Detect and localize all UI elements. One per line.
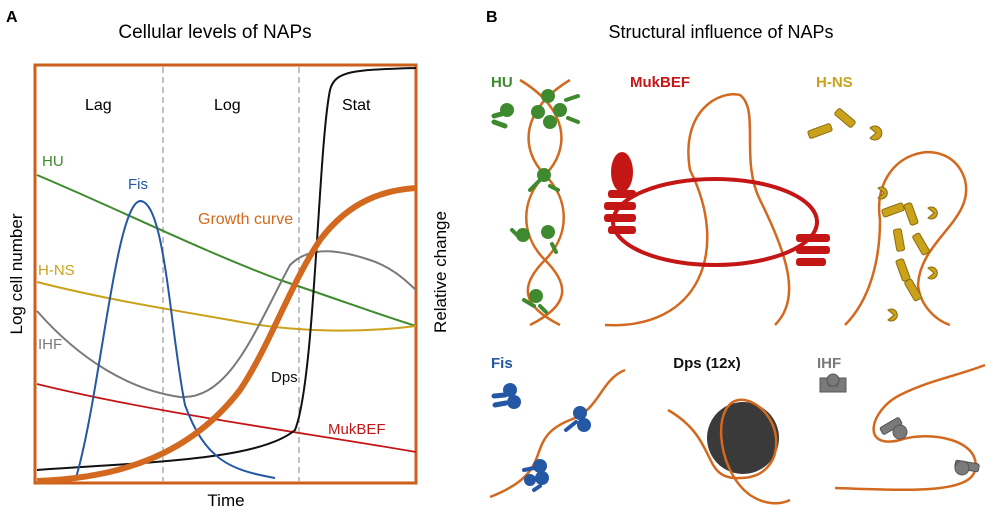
panel-a-title: Cellular levels of NAPs [118,22,311,43]
fis-label: Fis [491,355,513,372]
phase-stat-label: Stat [342,97,371,114]
dps-dodecamer-icon [707,402,779,474]
hns-dna [844,151,968,327]
hns-icon [807,108,883,141]
fis-dna [489,368,626,499]
dps-dna [667,398,791,505]
hu-dna-helix [519,78,571,327]
mukbef-label: MukBEF [630,74,690,91]
ihf-curve [36,250,417,399]
plot-frame [33,63,418,485]
panel-b-title: Structural influence of NAPs [608,22,833,42]
hns-label: H-NS [816,74,853,91]
growth-curve-label: Growth curve [198,211,293,228]
hu-protein-group [510,89,580,314]
x-axis-label: Time [207,491,244,510]
hu-curve-label: HU [42,153,64,170]
ihf-icon [819,373,847,393]
fis-curve [74,199,276,482]
dps-label: Dps (12x) [673,355,741,372]
hu-label: HU [491,74,513,91]
y-axis-right-label: Relative change [431,211,450,333]
dps-curve-label: Dps [271,369,298,386]
ihf-label: IHF [817,355,841,372]
fis-protein-group [522,406,591,492]
panel-b-letter: B [486,9,498,26]
panel-a-letter: A [6,9,18,26]
growth-curve [36,185,417,484]
mukbef-curve [36,383,417,453]
hu-icon [491,103,514,129]
ihf-dna [834,363,986,492]
mukbef-curve-label: MukBEF [328,421,386,438]
ihf-curve-label: IHF [38,336,62,353]
hns-protein-group [877,186,938,322]
mukbef-protein-icon [604,152,830,266]
hns-curve [36,281,417,332]
hu-curve [36,174,417,327]
ihf-protein-group [879,417,980,476]
y-axis-left-label: Log cell number [7,213,26,334]
dps-curve [36,67,417,471]
fis-icon [491,383,521,409]
mukbef-ring [611,177,819,267]
mukbef-dna-loop [604,93,791,327]
hns-curve-label: H-NS [38,262,75,279]
phase-log-label: Log [214,97,241,114]
fis-curve-label: Fis [128,176,148,193]
phase-lag-label: Lag [85,97,112,114]
